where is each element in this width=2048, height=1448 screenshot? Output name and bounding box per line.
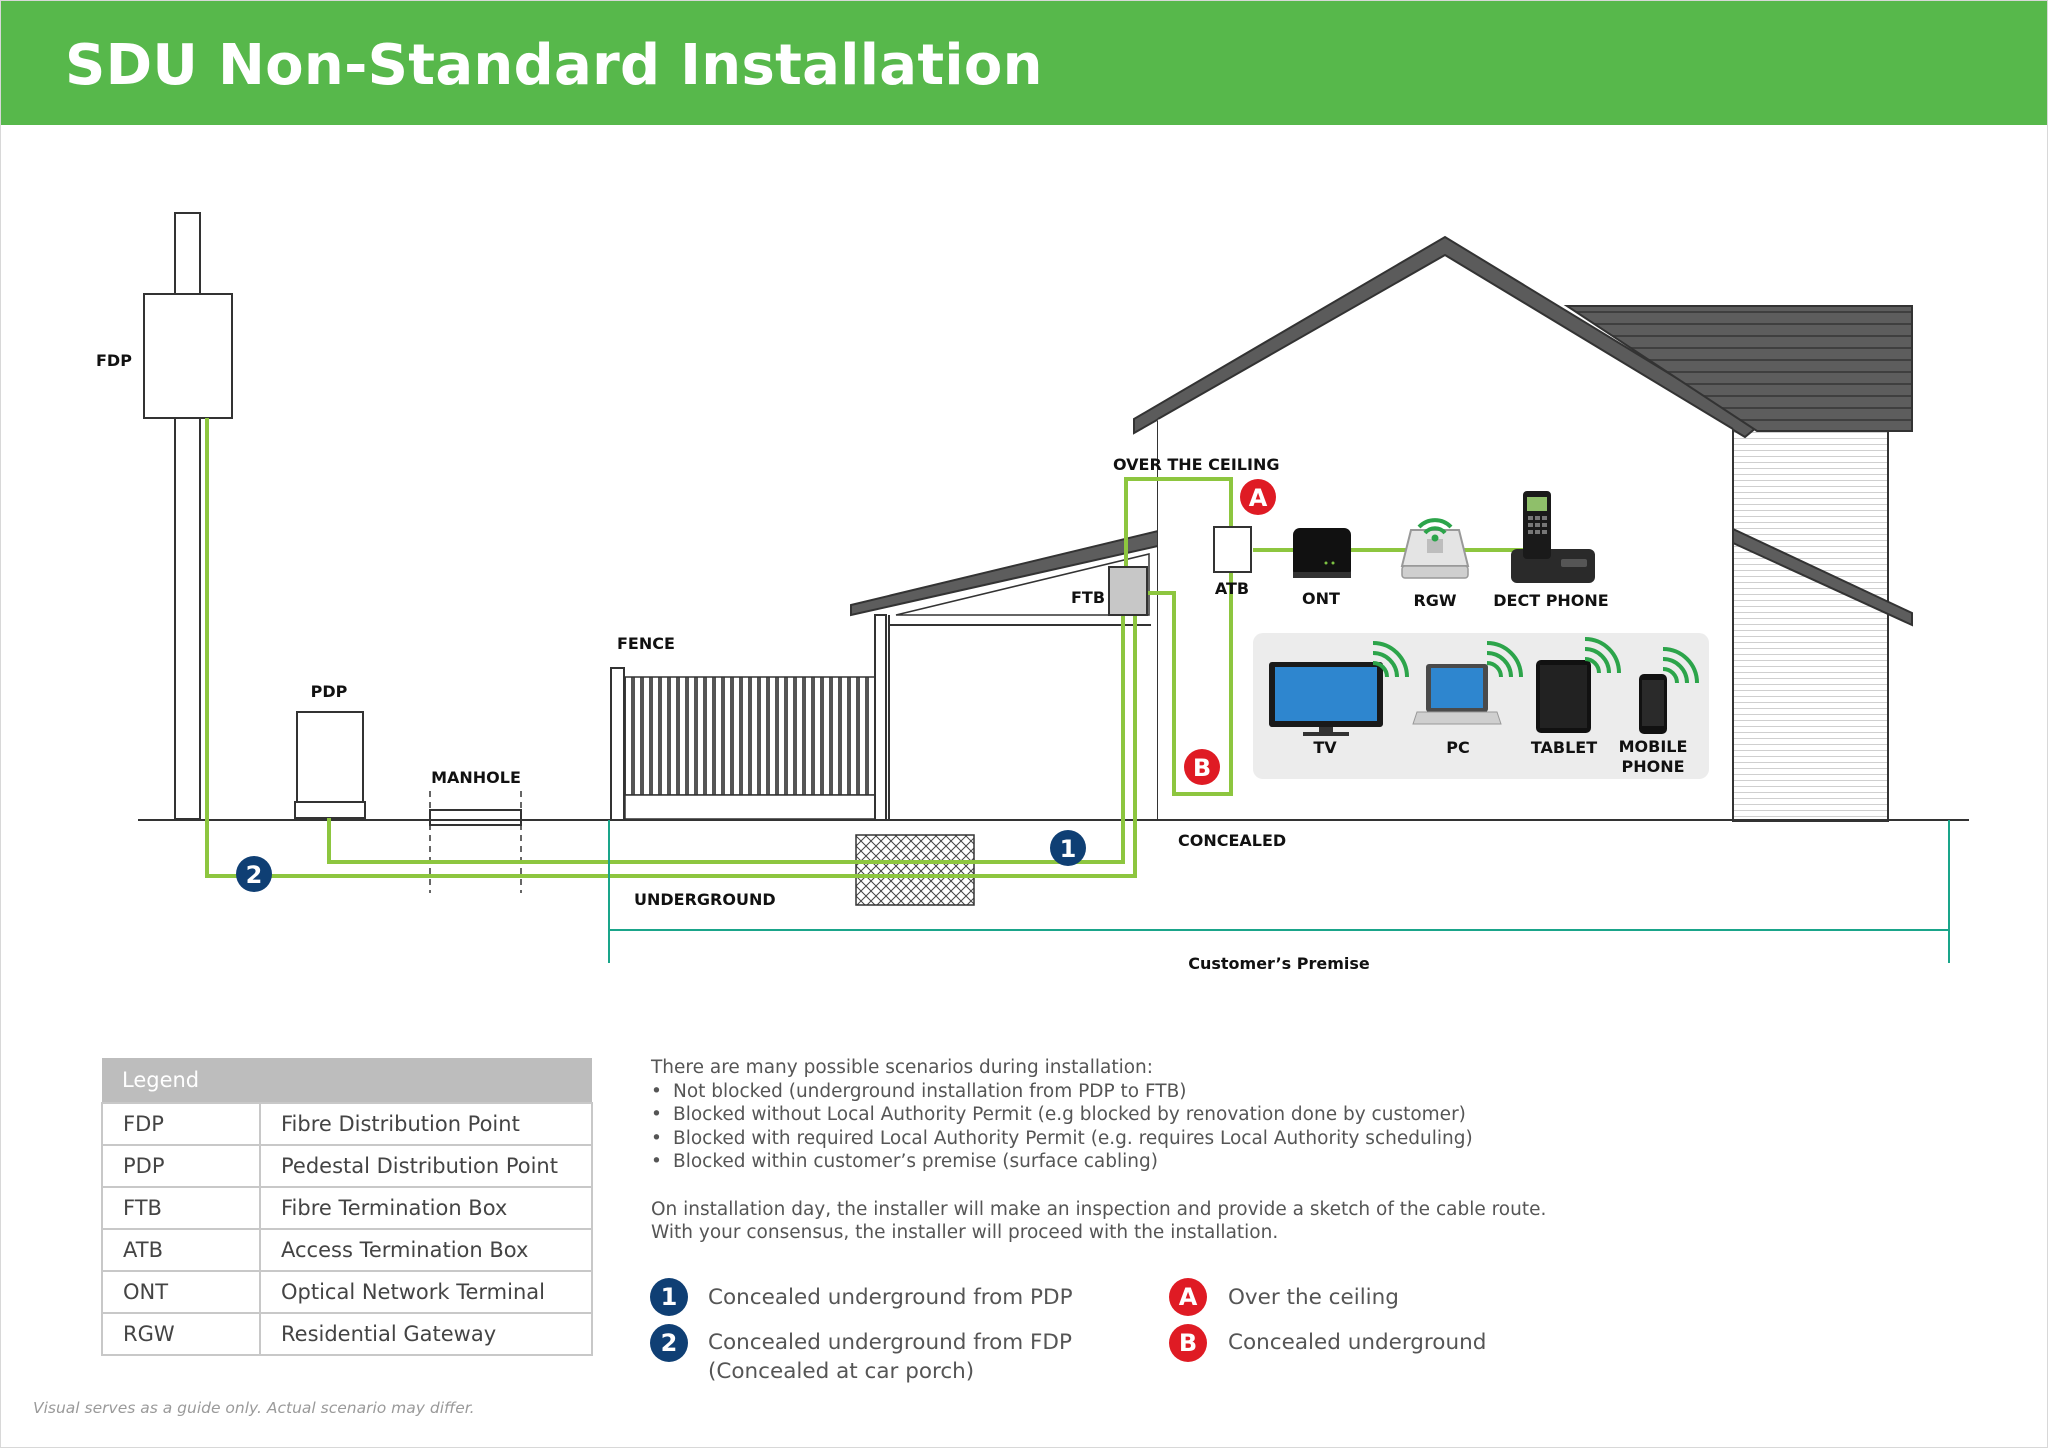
pdp-label: PDP: [311, 682, 348, 701]
atb-box: [1213, 526, 1252, 573]
ftb-label: FTB: [1071, 588, 1105, 607]
key-marker-b: B: [1169, 1324, 1207, 1362]
wifi-signal-icons: [1372, 637, 1699, 684]
svg-text:1: 1: [1060, 835, 1077, 863]
manhole: [429, 791, 522, 893]
tv-label: TV: [1313, 738, 1337, 757]
ftb-box: [1108, 566, 1148, 616]
legend-meaning: Fibre Termination Box: [259, 1186, 593, 1230]
legend-meaning: Access Termination Box: [259, 1228, 593, 1272]
laptop-icon: [1412, 664, 1502, 725]
route-a-ceiling: [1124, 477, 1233, 567]
legend-abbr: RGW: [101, 1312, 261, 1356]
scenario-list: Not blocked (underground installation fr…: [651, 1080, 1631, 1174]
mobile-phone-icon: [1639, 674, 1667, 734]
svg-text:B: B: [1193, 754, 1211, 782]
manhole-label: MANHOLE: [431, 768, 521, 787]
wifi-signal-icon: [1584, 637, 1621, 674]
dect-phone-icon: [1511, 491, 1595, 583]
svg-text:2: 2: [246, 861, 263, 889]
tablet-label: TABLET: [1531, 738, 1597, 757]
key-marker-2: 2: [650, 1324, 688, 1362]
key-text-2-line2: (Concealed at car porch): [708, 1359, 975, 1384]
fdp-label: FDP: [96, 351, 132, 370]
inspection-line-1: On installation day, the installer will …: [651, 1198, 1547, 1220]
route-1-pdp: [327, 589, 1125, 864]
key-text-a: Over the ceiling: [1228, 1285, 1399, 1310]
ont-label: ONT: [1302, 589, 1340, 608]
wifi-signal-icon: [1662, 647, 1699, 684]
legend-abbr: ATB: [101, 1228, 261, 1272]
dect-phone-label: DECT PHONE: [1493, 591, 1608, 610]
disclaimer: Visual serves as a guide only. Actual sc…: [33, 1399, 475, 1417]
wifi-signal-icon: [1372, 641, 1409, 678]
tablet-icon: [1536, 660, 1591, 733]
ont-icon: [1293, 528, 1351, 578]
customer-premise-bracket: [608, 820, 1950, 963]
key-marker-1: 1: [650, 1278, 688, 1316]
car-porch: [850, 529, 1159, 821]
legend-meaning: Optical Network Terminal: [259, 1270, 593, 1314]
marker-2: 2: [236, 856, 272, 892]
legend-title: Legend: [102, 1058, 592, 1103]
title-banner: SDU Non-Standard Installation: [1, 1, 2047, 125]
installation-diagram: FDP PDP MANHOLE FENCE: [96, 212, 1969, 973]
rgw-label: RGW: [1413, 591, 1456, 610]
underground-label: UNDERGROUND: [634, 890, 776, 909]
marker-a: A: [1240, 479, 1276, 515]
wifi-signal-icon: [1486, 641, 1523, 678]
fence: [610, 667, 878, 821]
inspection-line-2: With your consensus, the installer will …: [651, 1222, 1279, 1243]
fence-label: FENCE: [617, 634, 675, 653]
tv-icon: [1269, 662, 1383, 736]
fdp-box: [143, 293, 233, 419]
marker-1: 1: [1050, 830, 1086, 866]
customers-premise-label: Customer’s Premise: [1188, 954, 1370, 973]
scenario-item: Blocked within customer’s premise (surfa…: [651, 1150, 1631, 1174]
legend-meaning: Pedestal Distribution Point: [259, 1144, 593, 1188]
legend-abbr: FDP: [101, 1102, 261, 1146]
key-marker-a: A: [1169, 1278, 1207, 1316]
mobile-phone-label-line2: PHONE: [1621, 757, 1684, 776]
obstruction-hatch: [855, 834, 975, 906]
key-text-1: Concealed underground from PDP: [708, 1285, 1073, 1310]
marker-b: B: [1184, 749, 1220, 785]
legend-abbr: PDP: [101, 1144, 261, 1188]
atb-label: ATB: [1215, 579, 1249, 598]
page-title: SDU Non-Standard Installation: [65, 33, 1043, 98]
key-text-b: Concealed underground: [1228, 1330, 1487, 1355]
pdp-pedestal: [294, 711, 366, 819]
legend-abbr: FTB: [101, 1186, 261, 1230]
rgw-icon: [1400, 518, 1470, 579]
route-2-fdp: [205, 418, 1137, 878]
key-text-2-line1: Concealed underground from FDP: [708, 1330, 1072, 1355]
legend-meaning: Residential Gateway: [259, 1312, 593, 1356]
legend-meaning: Fibre Distribution Point: [259, 1102, 593, 1146]
scenario-item: Blocked with required Local Authority Pe…: [651, 1127, 1631, 1151]
route-b-concealed: [1148, 569, 1233, 796]
scenario-item: Not blocked (underground installation fr…: [651, 1080, 1631, 1104]
legend-abbr: ONT: [101, 1270, 261, 1314]
pc-label: PC: [1446, 738, 1469, 757]
mobile-phone-label-line1: MOBILE: [1619, 737, 1688, 756]
notes-intro: There are many possible scenarios during…: [651, 1057, 1153, 1078]
scenario-item: Blocked without Local Authority Permit (…: [651, 1103, 1631, 1127]
svg-text:A: A: [1249, 484, 1268, 512]
over-ceiling-label: OVER THE CEILING: [1113, 455, 1279, 474]
concealed-label: CONCEALED: [1178, 831, 1286, 850]
installation-notes: There are many possible scenarios during…: [651, 1056, 1631, 1245]
